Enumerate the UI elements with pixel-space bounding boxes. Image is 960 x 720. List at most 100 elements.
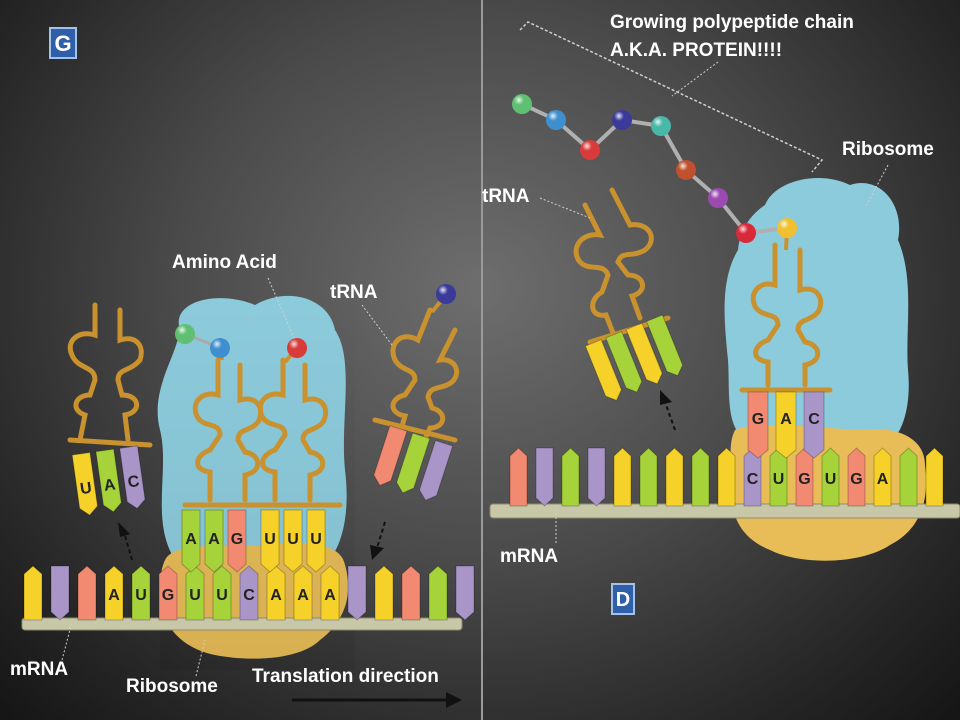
nucleotide-base bbox=[665, 447, 684, 507]
base-letter: G bbox=[231, 531, 243, 548]
label-polypeptide: Growing polypeptide chain bbox=[610, 12, 854, 33]
panel-badge-g: G bbox=[49, 27, 77, 59]
arrow-trna-exit bbox=[118, 522, 133, 561]
label-ribosome: Ribosome bbox=[126, 676, 218, 697]
nucleotide-base bbox=[587, 447, 606, 507]
nucleotide-base bbox=[561, 447, 580, 507]
base-letter: U bbox=[287, 531, 299, 548]
base-letter: A bbox=[877, 471, 889, 488]
panel-badge-d: D bbox=[611, 583, 635, 615]
nucleotide-base: U bbox=[306, 509, 326, 573]
nucleotide-base: U bbox=[283, 509, 303, 573]
nucleotide-base bbox=[418, 439, 454, 501]
label-ribosome: Ribosome bbox=[842, 139, 934, 160]
base-letter: U bbox=[264, 531, 276, 548]
nucleotide-base: U bbox=[212, 565, 232, 621]
nucleotide-base bbox=[925, 447, 944, 507]
base-letter: G bbox=[162, 587, 174, 604]
nucleotide-base bbox=[691, 447, 710, 507]
polypeptide-bracket bbox=[519, 21, 824, 173]
nucleotide-base: G bbox=[747, 391, 769, 459]
nucleotide-base bbox=[639, 447, 658, 507]
nucleotide-base bbox=[535, 447, 554, 507]
label-trna: tRNA bbox=[482, 186, 530, 207]
base-letter: C bbox=[127, 473, 141, 492]
base-letter: A bbox=[324, 587, 336, 604]
base-letter: U bbox=[79, 480, 93, 498]
arrow-translation-direction bbox=[292, 692, 462, 708]
nucleotide-base bbox=[77, 565, 97, 621]
amino-acids-left bbox=[175, 284, 456, 364]
nucleotide-base: U bbox=[821, 447, 840, 507]
nucleotide-base: A bbox=[95, 448, 122, 513]
trna-incoming bbox=[372, 307, 460, 453]
nucleotide-base: A bbox=[181, 509, 201, 573]
base-letter: A bbox=[208, 531, 220, 548]
base-letter: C bbox=[747, 471, 759, 488]
base-letter: U bbox=[310, 531, 322, 548]
nucleotide-base: G bbox=[158, 565, 178, 621]
base-letter: A bbox=[103, 476, 117, 495]
badge-letter: D bbox=[616, 589, 630, 611]
nucleotide-base: C bbox=[119, 445, 146, 510]
nucleotide-base: A bbox=[104, 565, 124, 621]
nucleotide-base bbox=[428, 565, 448, 621]
nucleotide-base bbox=[396, 432, 431, 494]
base-letter: G bbox=[752, 411, 764, 428]
base-letter: U bbox=[135, 587, 147, 604]
badge-letter: G bbox=[54, 31, 71, 56]
nucleotide-base: A bbox=[266, 565, 286, 621]
base-letter: U bbox=[189, 587, 201, 604]
base-letter: U bbox=[825, 471, 837, 488]
nucleotide-base bbox=[373, 425, 408, 487]
nucleotide-base bbox=[613, 447, 632, 507]
base-letter: U bbox=[773, 471, 785, 488]
nucleotide-base: C bbox=[803, 391, 825, 459]
nucleotide-base: C bbox=[239, 565, 259, 621]
nucleotide-base bbox=[347, 565, 367, 621]
nucleotide-base: U bbox=[131, 565, 151, 621]
nucleotide-base bbox=[23, 565, 43, 621]
base-letter: G bbox=[798, 471, 810, 488]
nucleotide-base: U bbox=[260, 509, 280, 573]
label-trna: tRNA bbox=[330, 282, 378, 303]
label-mrna: mRNA bbox=[10, 659, 68, 680]
base-letter: A bbox=[780, 411, 792, 428]
nucleotide-base bbox=[717, 447, 736, 507]
nucleotide-base bbox=[401, 565, 421, 621]
nucleotide-base: U bbox=[185, 565, 205, 621]
nucleotide-base: A bbox=[320, 565, 340, 621]
nucleotide-base bbox=[50, 565, 70, 621]
label-translation-direction: Translation direction bbox=[252, 666, 439, 687]
nucleotide-base bbox=[899, 447, 918, 507]
base-letter: U bbox=[216, 587, 228, 604]
label-amino-acid: Amino Acid bbox=[172, 252, 277, 273]
arrow-trna-enter bbox=[370, 521, 386, 560]
nucleotide-base bbox=[374, 565, 394, 621]
nucleotide-base: U bbox=[71, 451, 99, 516]
base-letter: G bbox=[850, 471, 862, 488]
nucleotide-base bbox=[645, 314, 684, 377]
nucleotide-base bbox=[509, 447, 528, 507]
nucleotide-base bbox=[605, 330, 643, 393]
base-letter: C bbox=[808, 411, 820, 428]
nucleotide-base bbox=[584, 339, 622, 401]
nucleotide-base: G bbox=[847, 447, 866, 507]
trna-free-left bbox=[67, 302, 153, 448]
base-letter: C bbox=[243, 587, 255, 604]
label-protein: A.K.A. PROTEIN!!!! bbox=[610, 40, 782, 61]
nucleotide-base: G bbox=[227, 509, 247, 573]
trna-a-site bbox=[252, 357, 343, 508]
nucleotide-base bbox=[625, 322, 663, 385]
arrow-trna-exit bbox=[660, 390, 676, 431]
polypeptide-chain bbox=[512, 94, 797, 251]
base-letter: A bbox=[108, 587, 120, 604]
nucleotide-base: A bbox=[293, 565, 313, 621]
nucleotide-base: A bbox=[204, 509, 224, 573]
